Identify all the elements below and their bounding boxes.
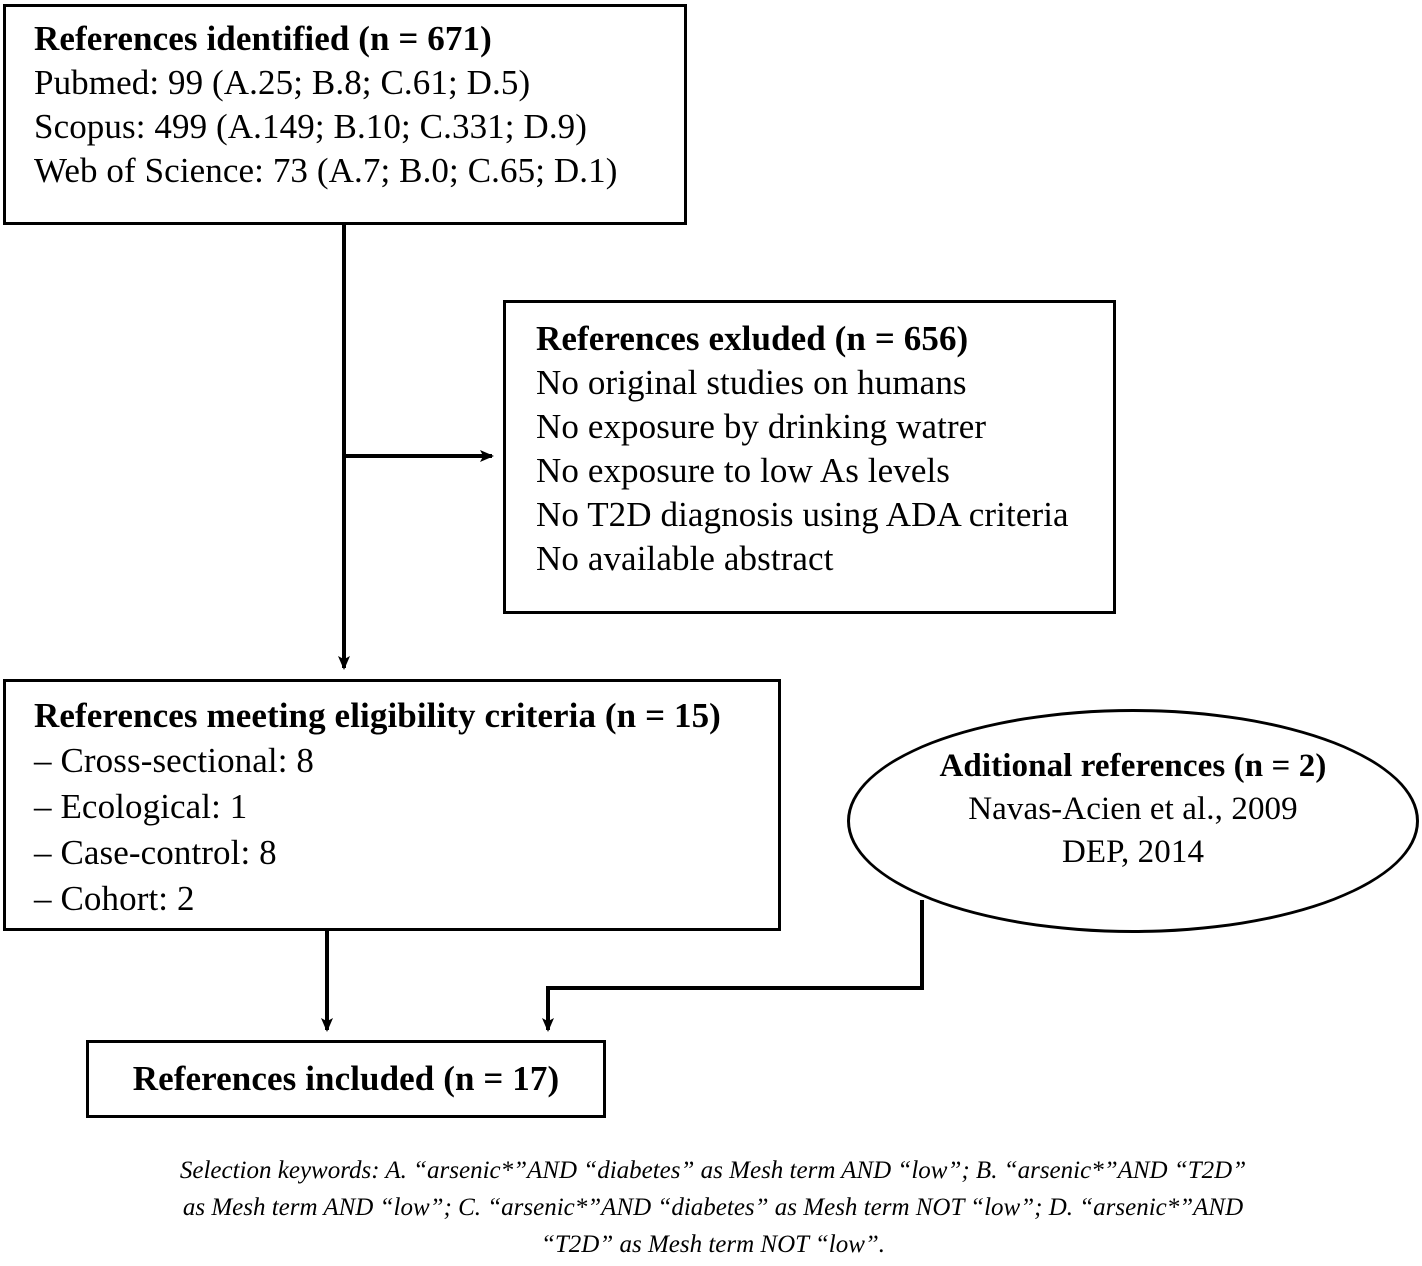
additional-entry-dep: DEP, 2014 — [1061, 834, 1205, 870]
node-body: References meeting eligibility criteria … — [6, 682, 778, 922]
identified-source-web-of-science: Web of Science: 73 (A.7; B.0; C.65; D.1) — [34, 151, 618, 190]
node-body: Aditional references (n = 2) Navas-Acien… — [847, 745, 1419, 874]
identified-source-pubmed: Pubmed: 99 (A.25; B.8; C.61; D.5) — [34, 63, 531, 102]
excluded-reason-4: No T2D diagnosis using ADA criteria — [536, 495, 1069, 534]
additional-entry-navas-acien: Navas-Acien et al., 2009 — [968, 791, 1298, 827]
identified-heading: References identified (n = 671) — [34, 19, 492, 58]
footnote-line-2: as Mesh term AND “low”; C. “arsenic*”AND… — [182, 1194, 1244, 1221]
node-references-identified: References identified (n = 671) Pubmed: … — [3, 4, 687, 225]
node-references-excluded: References exluded (n = 656) No original… — [503, 300, 1116, 614]
identified-source-scopus: Scopus: 499 (A.149; B.10; C.331; D.9) — [34, 107, 588, 146]
ellipse-outline — [847, 709, 1419, 933]
footnote-line-3: “T2D” as Mesh term NOT “low”. — [540, 1231, 886, 1258]
excluded-reason-5: No available abstract — [536, 539, 834, 578]
node-references-eligibility: References meeting eligibility criteria … — [3, 679, 781, 931]
excluded-reason-3: No exposure to low As levels — [536, 451, 950, 490]
node-references-included: References included (n = 17) — [86, 1040, 606, 1118]
footnote-line-1: Selection keywords: A. “arsenic*”AND “di… — [179, 1157, 1247, 1184]
excluded-reason-1: No original studies on humans — [536, 363, 967, 402]
eligibility-item-cross-sectional: – Cross-sectional: 8 — [34, 741, 315, 780]
node-additional-references: Aditional references (n = 2) Navas-Acien… — [847, 709, 1419, 933]
node-body: References exluded (n = 656) No original… — [506, 303, 1113, 581]
selection-keywords-footnote: Selection keywords: A. “arsenic*”AND “di… — [78, 1152, 1348, 1263]
node-body: References included (n = 17) — [89, 1043, 603, 1115]
included-heading: References included (n = 17) — [132, 1059, 560, 1098]
eligibility-heading: References meeting eligibility criteria … — [34, 696, 721, 735]
node-body: References identified (n = 671) Pubmed: … — [6, 7, 684, 193]
excluded-heading: References exluded (n = 656) — [536, 319, 969, 358]
eligibility-item-case-control: – Case-control: 8 — [34, 833, 277, 872]
eligibility-item-cohort: – Cohort: 2 — [34, 879, 195, 918]
additional-heading: Aditional references (n = 2) — [939, 748, 1327, 784]
excluded-reason-2: No exposure by drinking watrer — [536, 407, 987, 446]
eligibility-item-ecological: – Ecological: 1 — [34, 787, 248, 826]
